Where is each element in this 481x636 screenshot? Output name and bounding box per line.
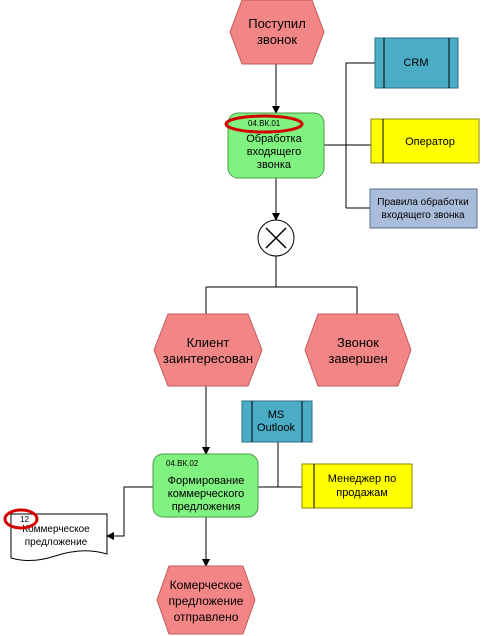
event-call-finished[interactable]: Звонок завершен <box>304 313 412 387</box>
event-call-received[interactable]: Поступил звонок <box>229 0 325 65</box>
document-label-line1: Коммерческое <box>22 524 90 535</box>
xor-cross-b <box>265 227 287 249</box>
highlight-circle <box>224 114 304 134</box>
rules-label-line1: Правила обработки <box>377 196 468 208</box>
role-manager[interactable]: Менеджер по продажам <box>301 463 413 509</box>
role-shape <box>370 118 480 164</box>
xor-connector[interactable] <box>257 219 295 257</box>
system-shape <box>374 37 459 89</box>
system-shape <box>241 400 313 443</box>
document-commercial-offer[interactable]: 12 Коммерческое предложение <box>3 508 108 561</box>
event-label-line2: завершен <box>328 351 387 366</box>
event-client-interested[interactable]: Клиент заинтересован <box>153 313 263 387</box>
event-label-line3: отправлено <box>174 610 239 624</box>
system-outlook[interactable]: MS Outlook <box>241 400 313 443</box>
event-label-line2: предложение <box>169 594 244 608</box>
function-code: 04.ВК.02 <box>166 459 199 468</box>
function-label-line1: Обработка <box>246 133 302 145</box>
event-offer-sent[interactable]: Комерческое предложение отправлено <box>156 565 256 635</box>
flow-lines <box>106 62 375 567</box>
system-label-line1: MS <box>268 409 285 421</box>
role-label-line2: продажам <box>336 487 388 499</box>
system-label-line2: Outlook <box>257 422 295 434</box>
event-label-line2: заинтересован <box>163 351 253 366</box>
role-label: Оператор <box>405 136 455 148</box>
event-label-line1: Поступил <box>248 16 306 31</box>
function-process-call[interactable]: 04.ВК.01 Обработка входящего звонка <box>224 112 325 179</box>
rules-label-line2: входящего звонка <box>381 210 465 221</box>
link-crm <box>345 62 375 208</box>
document-shape <box>10 513 108 561</box>
function-shape <box>152 453 259 518</box>
role-operator[interactable]: Оператор <box>370 118 480 164</box>
role-label-line1: Менеджер по <box>328 473 397 485</box>
highlight-circle <box>3 508 39 530</box>
function-label-line2: коммерческого <box>168 488 244 500</box>
function-label-line3: звонка <box>257 159 292 171</box>
event-label-line1: Комерческое <box>170 578 243 592</box>
function-label-line2: входящего <box>247 146 301 158</box>
document-label-line2: предложение <box>25 537 88 548</box>
event-shape <box>304 313 412 387</box>
document-number: 12 <box>20 515 29 524</box>
event-shape <box>153 313 263 387</box>
function-shape <box>227 112 325 179</box>
resource-rules[interactable]: Правила обработки входящего звонка <box>369 188 478 229</box>
event-shape <box>156 565 256 635</box>
system-crm[interactable]: CRM <box>374 37 459 89</box>
function-form-offer[interactable]: 04.ВК.02 Формирование коммерческого пред… <box>152 453 259 518</box>
event-label-line1: Клиент <box>187 335 230 350</box>
arrow-xor-split <box>205 256 277 314</box>
event-label-line2: звонок <box>257 32 297 47</box>
function-code: 04.ВК.01 <box>248 119 281 128</box>
arrow-function2-to-document <box>106 486 153 540</box>
event-label-line1: Звонок <box>337 335 379 350</box>
role-shape <box>301 463 413 509</box>
function-label-line1: Формирование <box>168 475 245 487</box>
function-label-line3: предложения <box>172 501 241 513</box>
arrow-xor-split-right <box>276 286 358 314</box>
rules-shape <box>369 188 478 229</box>
system-label: CRM <box>403 57 428 69</box>
event-shape <box>229 0 325 65</box>
